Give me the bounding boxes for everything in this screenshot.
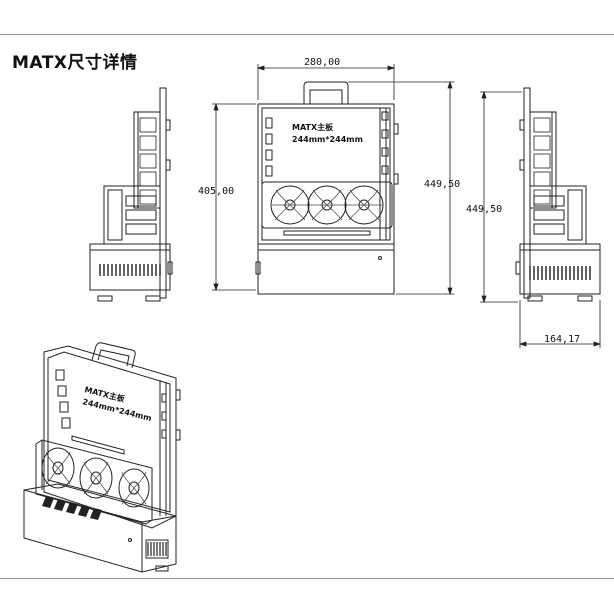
isometric-side-vents <box>147 542 167 556</box>
page-title: MATX尺寸详情 <box>12 53 138 73</box>
isometric-gpu-fan-blades <box>45 451 147 505</box>
front-board-label-line2: 244mm*244mm <box>292 135 363 144</box>
height-inner-value: 405,00 <box>198 186 234 197</box>
isometric-base-vents <box>42 496 102 520</box>
side-view-right <box>515 87 601 302</box>
height-side-value: 449,50 <box>466 204 502 215</box>
gpu-fan-blades <box>272 189 382 221</box>
top-divider <box>0 34 614 35</box>
depth-value: 164,17 <box>544 334 580 345</box>
height-inner-dimension <box>212 102 256 292</box>
side-view-left <box>89 87 173 302</box>
bottom-divider <box>0 578 614 579</box>
height-front-value: 449,50 <box>424 179 460 190</box>
depth-dimension <box>518 300 602 348</box>
height-front-dimension <box>348 80 454 296</box>
isometric-view <box>23 342 181 573</box>
height-side-dimension <box>480 90 522 304</box>
front-board-label-line1: MATX主板 <box>292 122 334 132</box>
side-view-right-vents <box>529 266 591 280</box>
side-view-left-vents <box>99 264 161 276</box>
width-value: 280,00 <box>304 57 340 68</box>
front-view <box>255 81 399 295</box>
